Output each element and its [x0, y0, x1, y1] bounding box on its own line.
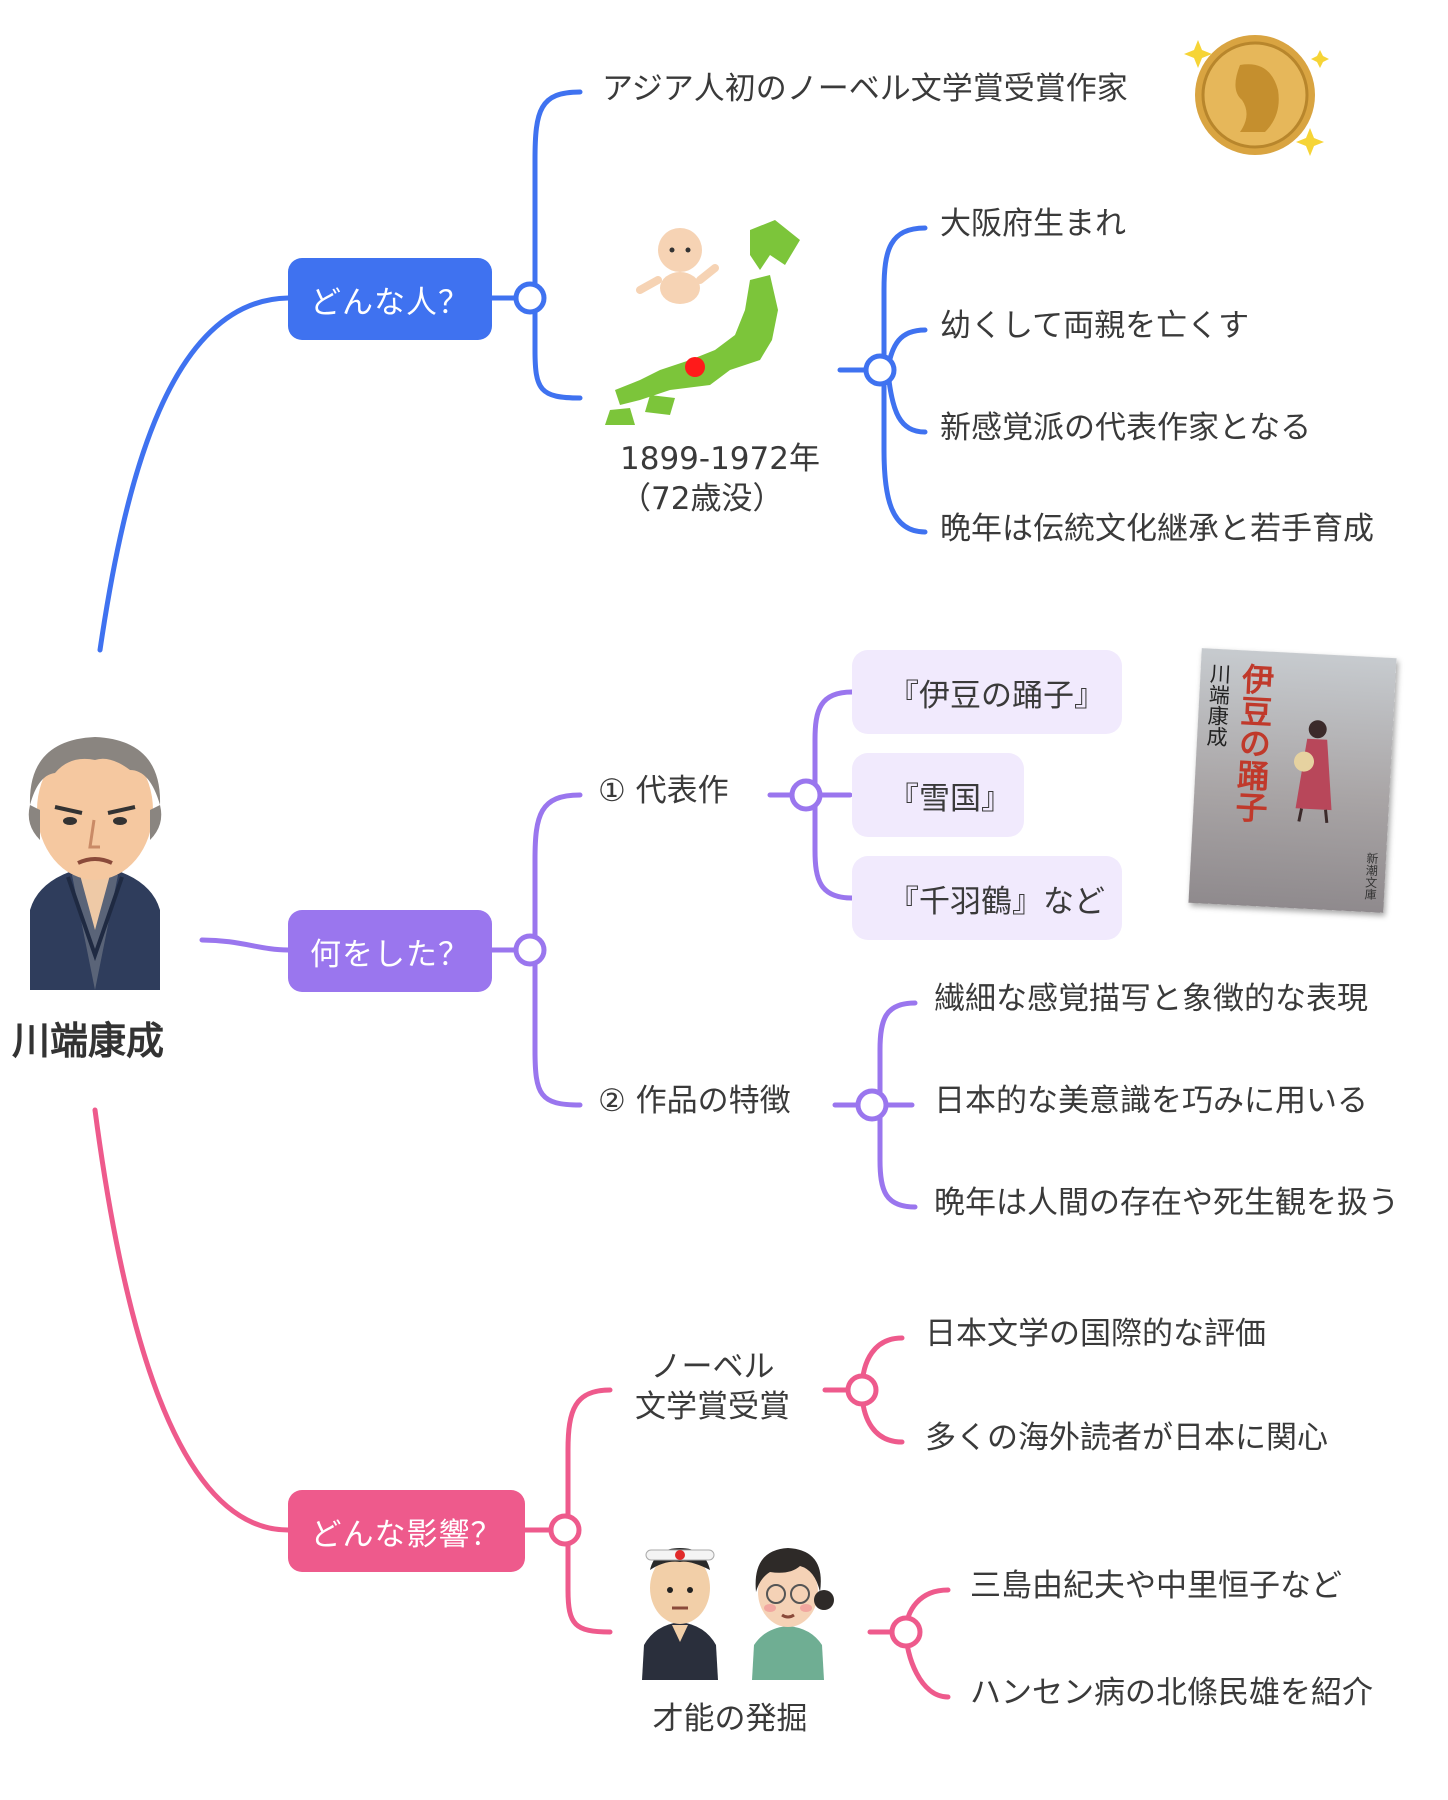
features-junction-dot	[855, 1088, 889, 1122]
feature-2: 日本的な美意識を巧みに用いる	[934, 1083, 1368, 1119]
title-yukiguni: 『雪国』	[852, 753, 1024, 837]
dancer-figure-icon	[1294, 720, 1332, 824]
root-to-work-line	[199, 937, 291, 953]
title-izu: 『伊豆の踊子』	[852, 650, 1122, 734]
feature-3: 晩年は人間の存在や死生観を扱う	[934, 1185, 1399, 1221]
talent-example-1: 三島由紀夫や中里恒子など	[970, 1568, 1342, 1604]
title-senbazuru: 『千羽鶴』など	[852, 856, 1122, 940]
work-junction-dot	[513, 933, 547, 967]
category-work[interactable]: 何をした？	[288, 910, 492, 992]
fact-2: 幼くして両親を亡くす	[940, 308, 1250, 344]
work-bracket-line	[532, 792, 583, 1108]
book-publisher: 新潮文庫	[1362, 851, 1380, 901]
mishima-and-woman-icon	[642, 1548, 834, 1680]
representative-label: ① 代表作	[598, 773, 729, 809]
nobel-effect-1: 日本文学の国際的な評価	[925, 1316, 1266, 1352]
highlight-text: アジア人初のノーベル文学賞受賞作家	[602, 71, 1128, 107]
fact-3: 新感覚派の代表作家となる	[940, 410, 1312, 446]
nobel-medal-icon	[1184, 35, 1329, 156]
kawabata-portrait-icon	[28, 737, 162, 990]
influence-bracket-line	[565, 1387, 613, 1635]
book-title: 伊豆の踊子	[1229, 661, 1277, 824]
features-label: ② 作品の特徴	[598, 1083, 791, 1119]
root-to-influence-line	[92, 1107, 291, 1533]
lifespan-years: 1899-1972年	[620, 441, 820, 477]
talent-junction-dot	[889, 1615, 923, 1649]
book-author: 川端康成	[1203, 662, 1233, 748]
category-person[interactable]: どんな人？	[288, 258, 492, 340]
nobel-effect-2: 多くの海外読者が日本に関心	[925, 1420, 1328, 1456]
category-influence[interactable]: どんな影響？	[288, 1490, 525, 1572]
root-label: 川端康成	[12, 1019, 165, 1063]
titles-junction-dot	[789, 778, 823, 812]
root-to-person-line	[97, 295, 291, 653]
nobel-label-line2: 文学賞受賞	[635, 1389, 790, 1425]
lifespan-age: （72歳没）	[620, 481, 784, 517]
person-to-highlight-line	[532, 89, 583, 401]
talent-example-2: ハンセン病の北條民雄を紹介	[970, 1675, 1373, 1711]
person-junction-dot	[513, 281, 547, 315]
fact-1: 大阪府生まれ	[940, 206, 1126, 242]
influence-junction-dot	[548, 1513, 582, 1547]
facts-junction-dot	[863, 353, 897, 387]
talent-label: 才能の発掘	[652, 1701, 808, 1737]
facts-bracket-line	[881, 225, 928, 535]
fact-3-line	[885, 369, 928, 435]
nobel-label-line1: ノーベル	[650, 1349, 775, 1385]
fact-4: 晩年は伝統文化継承と若手育成	[940, 511, 1374, 547]
izu-dancer-book-cover-icon: 伊豆の踊子 川端康成 新潮文庫	[1188, 648, 1397, 913]
feature-1: 繊細な感覚描写と象徴的な表現	[934, 981, 1368, 1017]
japan-map-baby-icon	[605, 220, 800, 425]
nobel-junction-dot	[845, 1373, 879, 1407]
